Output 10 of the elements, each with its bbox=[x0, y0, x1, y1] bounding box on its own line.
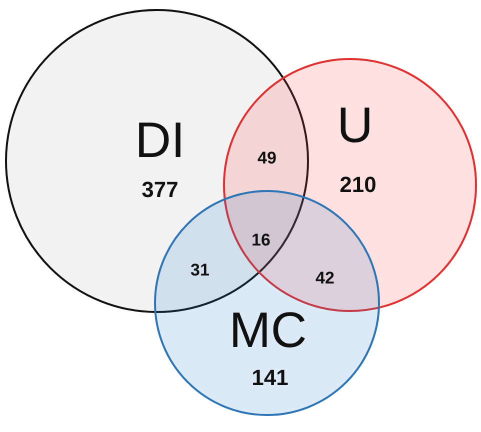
overlap-count: 49 bbox=[258, 150, 276, 166]
overlap-count: 31 bbox=[190, 262, 210, 278]
set-count: 377 bbox=[142, 179, 178, 201]
set-count: 210 bbox=[340, 174, 376, 196]
overlap-count: 42 bbox=[316, 270, 334, 286]
set-name: U bbox=[336, 100, 374, 150]
set-count: 141 bbox=[252, 367, 288, 389]
set-name: MC bbox=[229, 305, 307, 355]
set-name: DI bbox=[135, 115, 185, 165]
overlap-count: 16 bbox=[252, 232, 270, 248]
